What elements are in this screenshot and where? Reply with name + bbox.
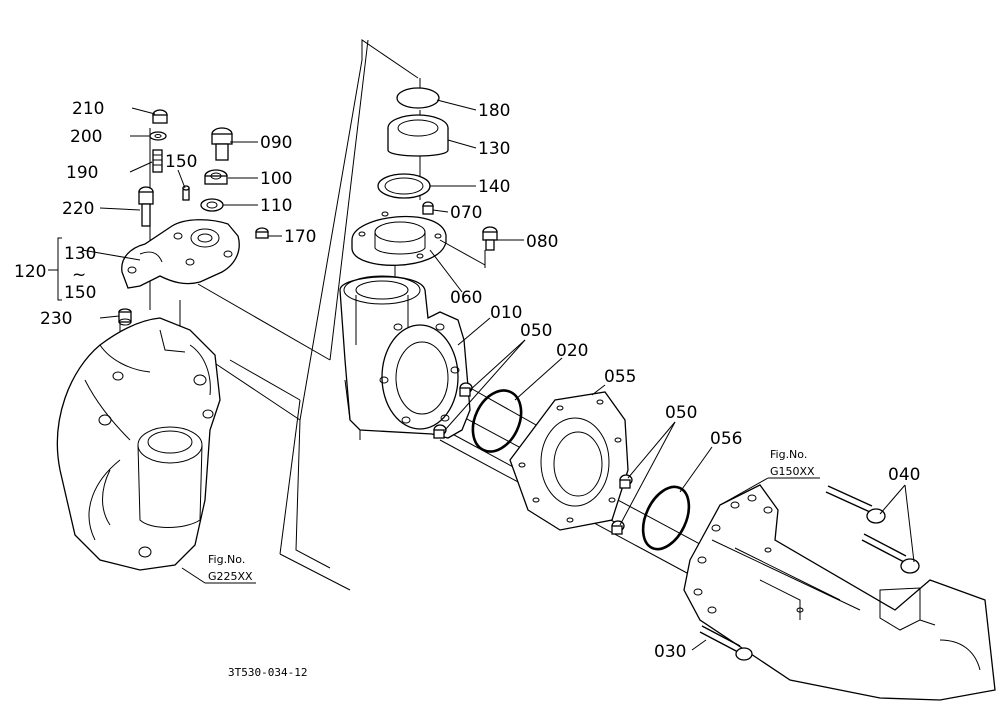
- callout-140: 140: [478, 177, 510, 197]
- fig-ref-g150-code: G150XX: [770, 465, 815, 478]
- knuckle-arm: [121, 219, 240, 289]
- fig-ref-g225-code: G225XX: [208, 570, 253, 583]
- drawing-code: 3T530-034-12: [228, 666, 307, 679]
- kingpin-stack: [351, 87, 498, 266]
- callout-020: 020: [556, 341, 588, 361]
- callout-tilde: ~: [72, 265, 86, 285]
- callout-labels: 210 200 190 150 220 090 100 110 170 120 …: [14, 99, 920, 662]
- callout-050-left: 050: [520, 321, 552, 341]
- callout-055: 055: [604, 367, 636, 387]
- callout-050-right: 050: [665, 403, 697, 423]
- o-ring-020: [471, 389, 523, 453]
- callout-010: 010: [490, 303, 522, 323]
- fig-ref-g225-label: Fig.No.: [208, 553, 245, 566]
- callout-170: 170: [284, 227, 316, 247]
- callout-090: 090: [260, 133, 292, 153]
- callout-040: 040: [888, 465, 920, 485]
- callout-100: 100: [260, 169, 292, 189]
- callout-060: 060: [450, 288, 482, 308]
- callout-056: 056: [710, 429, 742, 449]
- small-parts-left: [118, 109, 269, 326]
- axle-case-housing: [339, 275, 471, 440]
- callout-190: 190: [66, 163, 98, 183]
- callout-130-range: 130: [64, 244, 96, 264]
- callout-080: 080: [526, 232, 558, 252]
- leader-lines: [48, 99, 915, 651]
- bolts-040: [825, 485, 920, 574]
- spacer-housing-055: [509, 391, 629, 531]
- fig-ref-g150-label: Fig.No.: [770, 448, 807, 461]
- bolt-030: [699, 625, 753, 661]
- callout-150: 150: [165, 152, 197, 172]
- callout-030: 030: [654, 642, 686, 662]
- callout-130: 130: [478, 139, 510, 159]
- callout-210: 210: [72, 99, 104, 119]
- callout-120: 120: [14, 262, 46, 282]
- callout-200: 200: [70, 127, 102, 147]
- o-ring-056: [641, 485, 691, 551]
- callout-110: 110: [260, 196, 292, 216]
- callout-150-range: 150: [64, 283, 96, 303]
- figure-references: Fig.No. G225XX Fig.No. G150XX: [208, 448, 815, 583]
- axle-tube-housing: [683, 484, 996, 701]
- callout-070: 070: [450, 203, 482, 223]
- callout-180: 180: [478, 101, 510, 121]
- callout-230: 230: [40, 309, 72, 329]
- callout-220: 220: [62, 199, 94, 219]
- gear-case-housing: [56, 317, 221, 571]
